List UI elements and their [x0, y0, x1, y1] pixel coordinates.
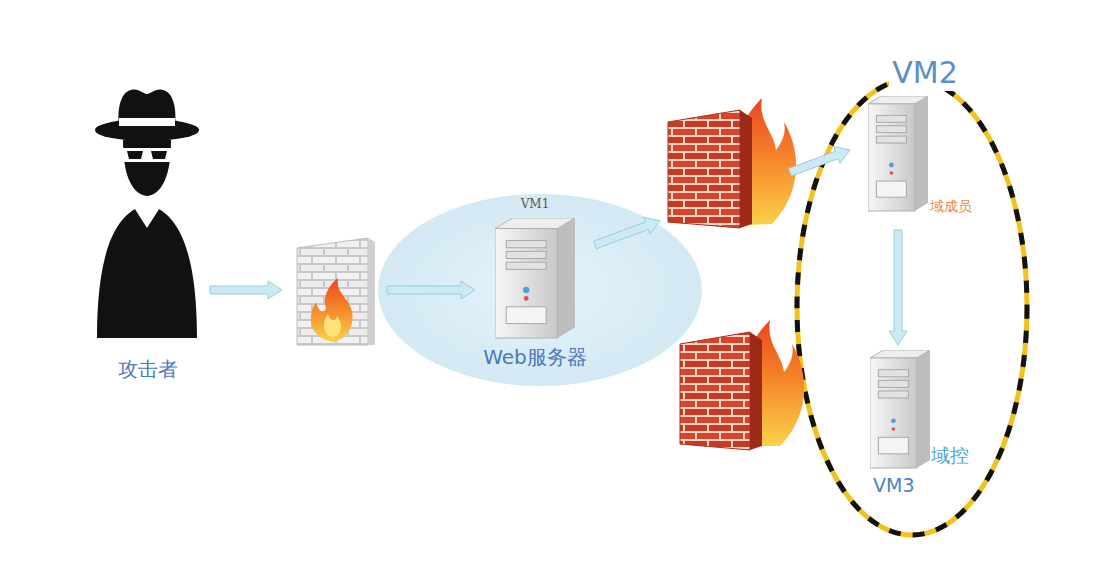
server-node: VM2 域成员 — [850, 56, 1000, 228]
arrow-segment — [387, 281, 475, 299]
node-label: Web服务器 — [483, 346, 587, 369]
node-icon — [495, 218, 577, 340]
arrow-segment — [210, 281, 282, 299]
arrow-segment — [889, 230, 907, 345]
flow-arrow — [210, 281, 475, 299]
server-icon — [868, 96, 928, 211]
web-zone — [378, 194, 702, 386]
server-icon — [495, 218, 575, 338]
attacker-node: 攻击者 — [85, 68, 210, 398]
node-label: VM3 — [873, 475, 914, 497]
domain-boundary — [797, 79, 1027, 535]
server-node: 域控 VM3 — [855, 345, 1005, 510]
node-label: 域成员 — [930, 198, 972, 214]
server-node: VM1Web服务器 — [475, 196, 595, 378]
node-icon — [868, 96, 930, 213]
firewall-grey — [297, 238, 375, 345]
domain-boundary-dash — [797, 79, 1027, 535]
arrow-segment — [789, 146, 850, 176]
arrow-segment — [594, 217, 660, 249]
firewall-red-lower — [680, 320, 804, 450]
node-icon — [870, 350, 932, 470]
node-icon — [85, 68, 209, 353]
server-icon — [870, 350, 930, 468]
firewall-red-upper — [668, 98, 796, 228]
flow-arrow — [889, 230, 907, 345]
node-label: 攻击者 — [118, 358, 178, 381]
vm-label: VM1 — [521, 198, 550, 212]
vm-label: VM2 — [889, 56, 961, 91]
flow-arrow — [594, 146, 850, 248]
attacker-icon — [95, 90, 199, 338]
node-label: 域控 — [931, 445, 969, 467]
